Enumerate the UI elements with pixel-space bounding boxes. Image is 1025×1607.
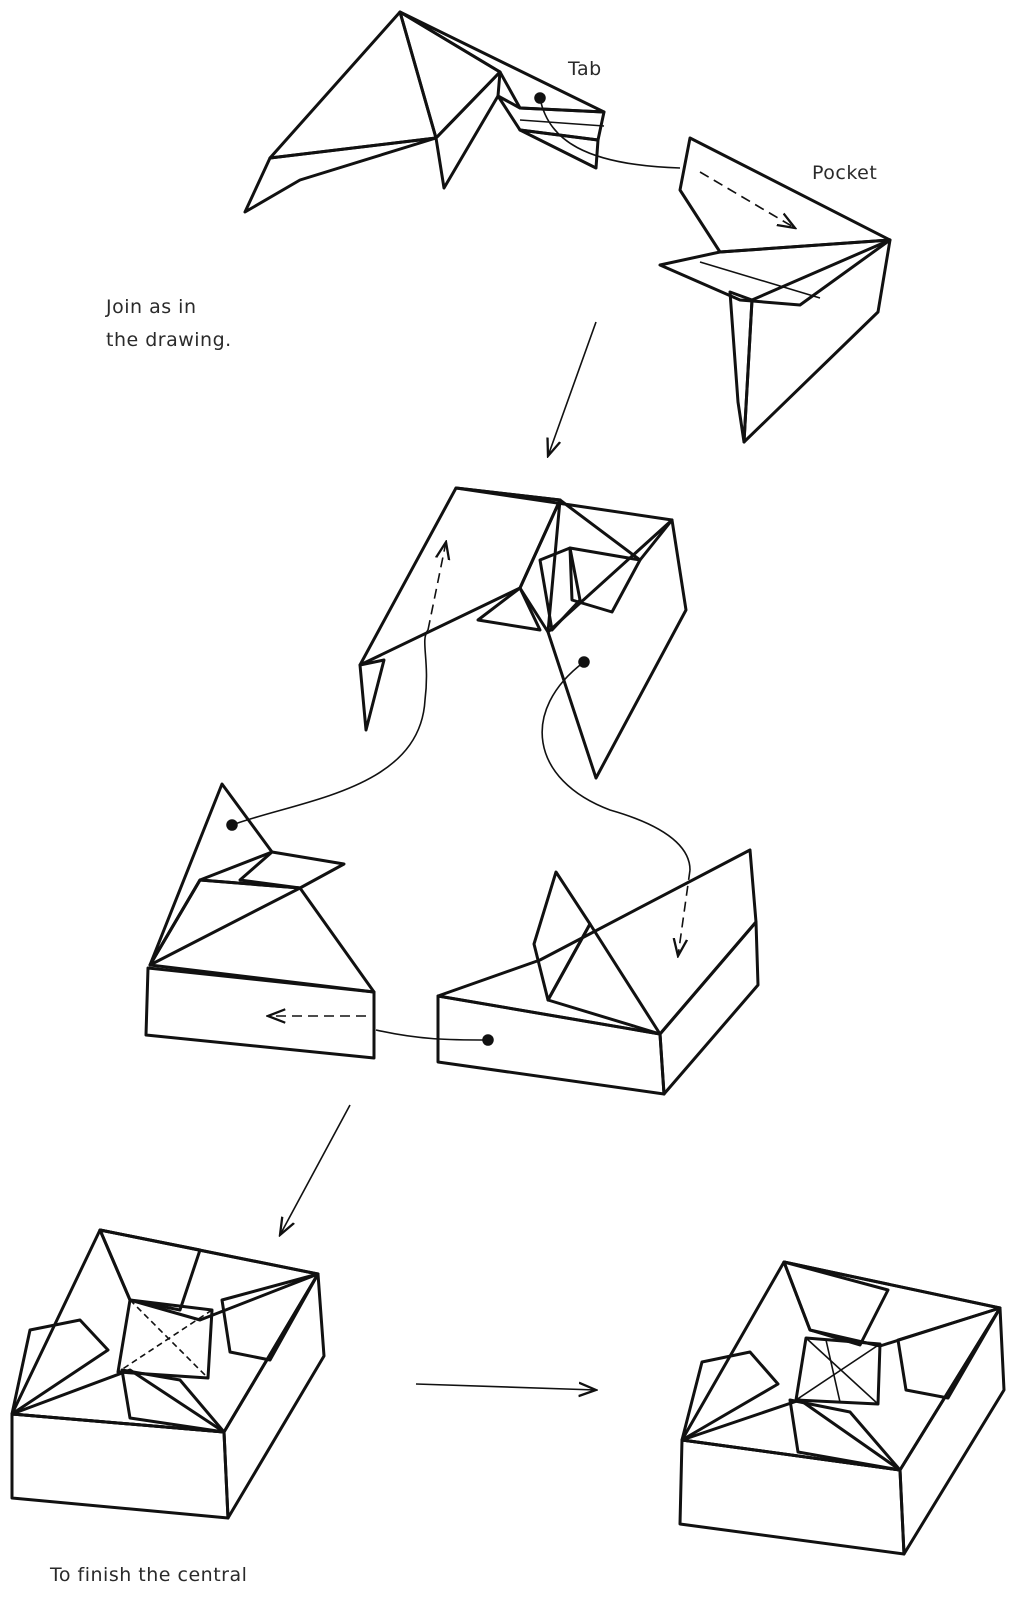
ring-connectors bbox=[232, 630, 690, 1040]
ring-unit-right bbox=[438, 850, 758, 1094]
pocket-label: Pocket bbox=[812, 162, 877, 184]
ring-unit-top bbox=[360, 488, 686, 778]
join-instruction-line-2: the drawing. bbox=[106, 324, 232, 357]
tab-unit bbox=[245, 12, 604, 212]
step-arrow-1 bbox=[548, 322, 596, 456]
join-instruction-line-1: Join as in bbox=[106, 291, 232, 324]
step-arrow-2 bbox=[280, 1105, 350, 1235]
tab-label: Tab bbox=[568, 58, 602, 80]
box-finished bbox=[680, 1262, 1004, 1554]
box-loose-center bbox=[12, 1230, 324, 1518]
ring-unit-left bbox=[146, 784, 374, 1058]
tab-pocket-connector bbox=[540, 98, 795, 228]
join-instruction: Join as in the drawing. bbox=[106, 291, 232, 357]
finish-instruction: To finish the central bbox=[50, 1564, 247, 1586]
step-arrow-3 bbox=[416, 1384, 596, 1390]
